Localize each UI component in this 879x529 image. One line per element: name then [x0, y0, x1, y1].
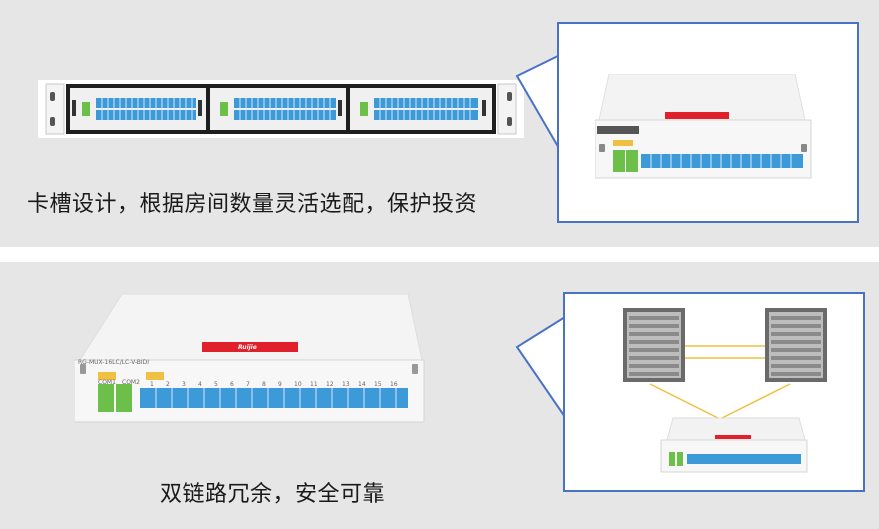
port-number: 9	[278, 381, 282, 388]
bottom-callout-pointer	[515, 317, 566, 418]
port-number-row: 1 2 3 4 5 6 7 8 9 10 11 12 13 14 15 16	[150, 381, 410, 389]
port-number: 6	[230, 381, 234, 388]
bottom-callout-box	[563, 292, 865, 492]
port-number: 7	[246, 381, 250, 388]
redundant-link-diagram	[623, 308, 827, 473]
top-feature-panel: 卡槽设计，根据房间数量灵活选配，保护投资	[0, 0, 879, 247]
port-number: 11	[310, 381, 318, 388]
mux-module-icon	[660, 417, 808, 473]
port-number: 2	[166, 381, 170, 388]
port-number: 8	[262, 381, 266, 388]
port-number: 3	[182, 381, 186, 388]
brand-logo: Ruijie	[238, 344, 257, 351]
top-callout-pointer	[515, 55, 561, 151]
com1-label: COM1	[98, 379, 116, 386]
port-number: 5	[214, 381, 218, 388]
bottom-feature-panel: RG-MUX-16LC/LC-V-BIDI Ruijie COM1 COM2 1…	[0, 262, 879, 529]
switch-chassis-icon	[765, 308, 827, 382]
port-number: 12	[326, 381, 334, 388]
mux-module-icon	[595, 74, 812, 179]
port-number: 13	[342, 381, 350, 388]
port-number: 14	[358, 381, 366, 388]
com2-label: COM2	[122, 379, 140, 386]
bottom-caption: 双链路冗余，安全可靠	[160, 482, 386, 507]
port-number: 1	[150, 381, 154, 388]
port-number: 15	[374, 381, 382, 388]
mux-module-icon	[74, 293, 425, 423]
rack-chassis-icon	[38, 80, 524, 138]
model-label: RG-MUX-16LC/LC-V-BIDI	[78, 359, 150, 366]
port-number: 16	[390, 381, 398, 388]
port-number: 4	[198, 381, 202, 388]
top-caption: 卡槽设计，根据房间数量灵活选配，保护投资	[27, 192, 478, 217]
port-number: 10	[294, 381, 302, 388]
top-callout-box	[557, 22, 859, 223]
switch-chassis-icon	[623, 308, 685, 382]
